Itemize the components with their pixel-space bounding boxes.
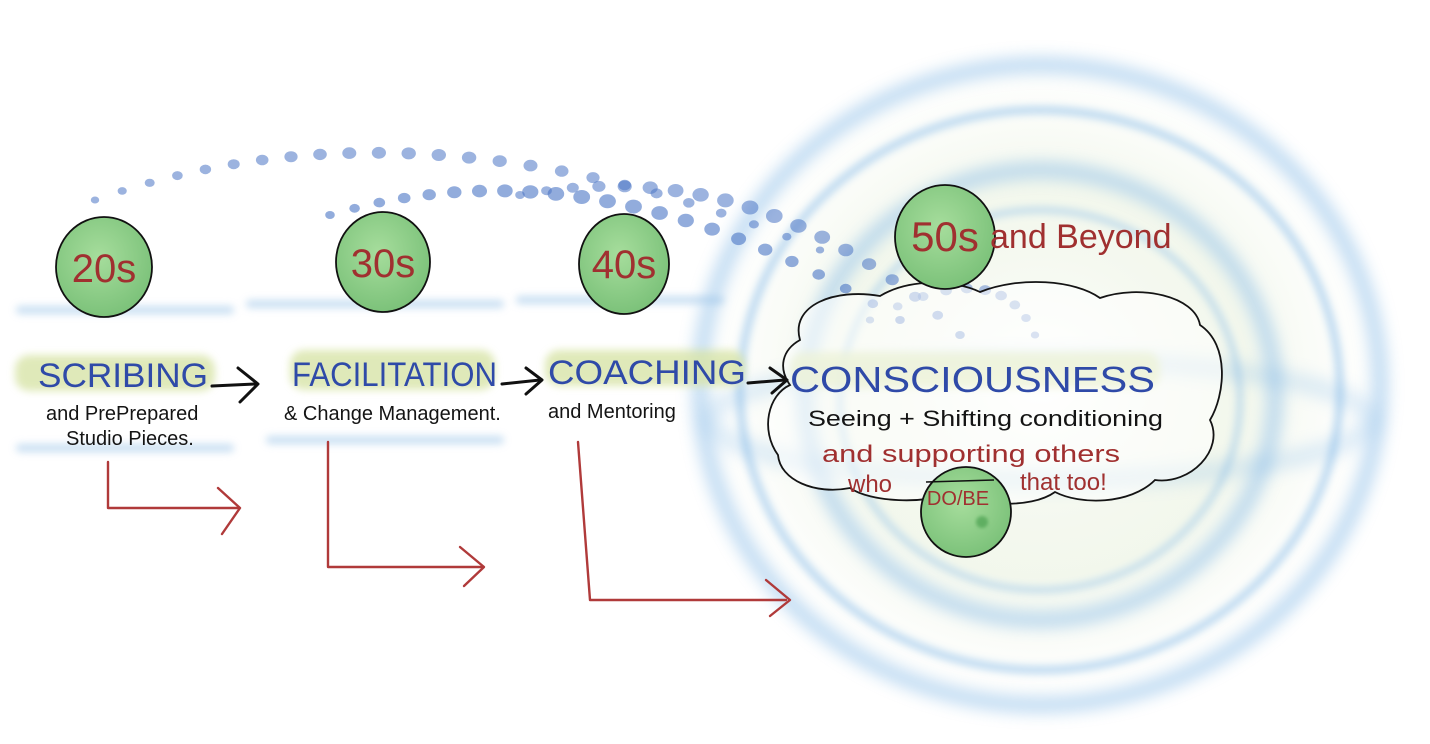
stage-subtitle-facilitation: & Change Management. xyxy=(284,403,501,425)
arc-dot xyxy=(862,258,877,270)
dobe-spot xyxy=(976,516,988,528)
arc-dot xyxy=(325,211,335,219)
arc-dot xyxy=(199,164,212,175)
arc-dot xyxy=(497,184,513,198)
age-label-40s: 40s xyxy=(592,243,657,287)
arc-dot xyxy=(885,274,899,286)
arc-dot xyxy=(447,186,462,199)
arc-dot xyxy=(815,246,825,254)
arc-dot xyxy=(371,146,386,159)
arc-dot xyxy=(523,159,538,172)
arc-dot xyxy=(592,180,606,192)
arc-dot xyxy=(731,232,747,246)
arc-dot xyxy=(715,208,727,218)
consciousness-cloud xyxy=(767,281,1223,505)
arc-dot xyxy=(397,192,411,204)
arc-dot xyxy=(617,180,632,193)
dobe-circle xyxy=(920,466,1012,558)
arc-dot xyxy=(342,147,357,159)
arc-dot xyxy=(838,243,854,257)
arc-dot xyxy=(625,199,642,214)
arc-dot xyxy=(554,165,569,177)
dobe-overline xyxy=(925,479,995,483)
stage-subtitle-consciousness: Seeing + Shifting conditioning xyxy=(808,406,1163,431)
arc-dot xyxy=(785,255,799,268)
arc-dot xyxy=(599,194,616,209)
age-circle-20s xyxy=(55,216,153,318)
arc-dot xyxy=(741,200,759,215)
stage-title-facilitation: FACILITATION xyxy=(292,356,497,394)
stage-subtitle-coaching: and Mentoring xyxy=(548,401,676,423)
arc-dot xyxy=(349,203,360,213)
arc-dot xyxy=(566,182,579,193)
arc-dot xyxy=(839,283,852,294)
arc-dot xyxy=(814,230,831,244)
arc-dot xyxy=(401,147,416,160)
arc-dot xyxy=(677,213,694,228)
age-circles xyxy=(55,184,1012,558)
arc-dot xyxy=(766,209,783,223)
arc-dot xyxy=(422,189,436,201)
arc-dot xyxy=(586,172,600,184)
arc-dot xyxy=(313,148,327,161)
stage-title-consciousness: CONSCIOUSNESS xyxy=(790,359,1155,400)
arc-dot xyxy=(522,185,539,199)
arc-dot xyxy=(472,184,487,198)
arc-dot xyxy=(461,151,477,164)
age-label-50s: 50s xyxy=(911,213,979,260)
age-label-30s: 30s xyxy=(351,242,416,286)
stage-subtitle-scribing-line2: Studio Pieces. xyxy=(66,428,194,450)
arc-dot xyxy=(704,222,720,236)
process-arrows xyxy=(106,440,792,618)
final-note-that-too: that too! xyxy=(1020,469,1107,496)
stage-subtitle-scribing-line1: and PrePrepared xyxy=(46,403,198,425)
arc-dot xyxy=(758,243,773,256)
arc-dot xyxy=(492,155,507,168)
arc-dot xyxy=(692,188,709,202)
arc-dot xyxy=(683,198,695,208)
arc-dot xyxy=(790,219,807,233)
stage-title-scribing: SCRIBING xyxy=(38,357,208,395)
connector-arrows xyxy=(210,366,789,404)
age-circle-40s xyxy=(578,213,670,315)
arc-dot xyxy=(90,196,100,204)
arc-dot xyxy=(515,191,525,199)
arc-dot xyxy=(227,159,240,170)
arc-dot xyxy=(431,149,446,161)
arc-dot xyxy=(717,193,734,208)
arc-dot xyxy=(667,184,684,198)
arc-dot xyxy=(284,151,298,163)
arc-dot xyxy=(117,187,127,195)
arc-dot xyxy=(642,181,658,194)
arc-dot xyxy=(812,269,825,280)
age-circle-50s xyxy=(894,184,996,290)
arc-dot xyxy=(748,220,759,229)
age-label-20s: 20s xyxy=(72,247,137,291)
arc-dot xyxy=(573,190,591,204)
stage-title-coaching: COACHING xyxy=(548,354,746,392)
arc-dot xyxy=(651,206,668,220)
arc-dot xyxy=(782,232,792,241)
arc-dot xyxy=(144,178,155,187)
age-circle-30s xyxy=(335,211,431,313)
arc-dot xyxy=(255,154,269,166)
final-note-who: who xyxy=(847,471,892,498)
arc-dot xyxy=(172,171,183,181)
final-note-line1: and supporting others xyxy=(822,441,1120,468)
age-suffix-beyond: and Beyond xyxy=(990,218,1172,256)
arc-dot xyxy=(541,186,552,196)
arc-dot xyxy=(373,197,386,208)
dobe-label: DO/BE xyxy=(927,488,989,510)
